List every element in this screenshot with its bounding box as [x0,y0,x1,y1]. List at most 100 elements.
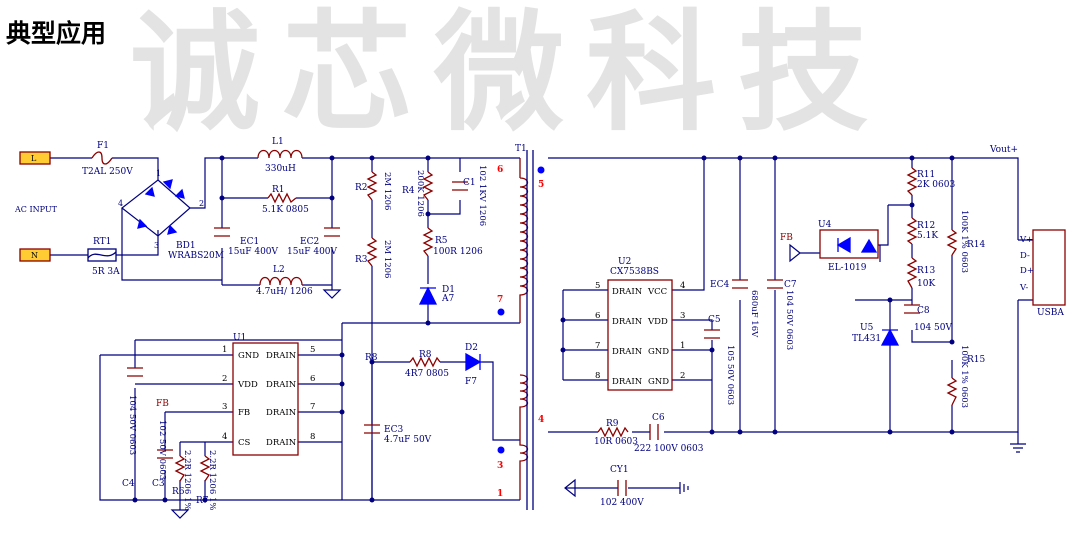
c1-value: 102 1KV 1206 [477,165,487,226]
cy1-value: 102 400V [600,498,644,508]
r2-label: R2 [355,183,368,193]
u1-pin-num-6: 6 [310,374,315,384]
r4-label: R4 [402,186,415,196]
l-terminal-label: L [31,154,37,163]
t1-pin-7: 7 [497,295,503,305]
chip-pin-labels: GND VDD FB CS DRAIN DRAIN DRAIN DRAIN DR… [237,235,1034,448]
ground-symbols [170,243,1026,519]
r8-label-alt: R8 [419,350,432,360]
u2-value: CX7538BS [610,267,659,277]
bd1-pin-1: 1 [156,169,161,178]
u4-label: U4 [818,220,832,230]
u1-pin-cs: CS [238,438,251,448]
u2-pin-gnd-2: GND [648,377,669,387]
r14-label: R14 [967,240,986,250]
t1-pin-3: 3 [497,461,503,471]
r2-value: 2M 1206 [382,172,392,210]
u2-pin-num-6: 6 [595,311,600,321]
c1-label: C1 [463,178,476,188]
t1-pin-1: 1 [497,489,503,499]
c6-value: 222 100V 0603 [634,444,704,454]
r15-label: R15 [967,355,986,365]
c7-label: C7 [784,280,797,290]
r5-label: R5 [435,236,448,246]
u5-label: U5 [860,323,874,333]
vout-label: Vout+ [989,145,1018,155]
c3-value: 102 50V 0603 [157,420,167,480]
l2-label: L2 [273,265,285,275]
ec1-label: EC1 [240,237,259,247]
u1-label: U1 [233,333,246,343]
r6-value: 2.2R 1206 1% [182,450,192,510]
u1-pin-num-1: 1 [222,345,227,355]
l2-value: 4.7uH/ 1206 [256,287,313,297]
watermark: 诚芯微科技 [130,0,891,149]
ac-input-label: AC INPUT [14,205,58,214]
r1-label: R1 [272,185,285,195]
u1-pin-drain-6: DRAIN [266,380,297,390]
u1-pin-drain-8: DRAIN [266,438,297,448]
c4-label: C4 [122,479,135,489]
rt1-value: 5R 3A [92,267,120,277]
t1-label: T1 [515,144,527,154]
pin-numbers: 1 2 3 4 5 6 7 8 5 6 7 8 4 3 1 2 [222,281,685,442]
d2-value: F7 [465,377,477,387]
r6-label: R6 [172,487,185,497]
r12-value: 5.1K [917,231,938,241]
r3-label: R3 [355,255,368,265]
u1-pin-num-8: 8 [310,432,315,442]
transformer-pin-numbers: 6 5 7 4 3 1 [497,165,544,499]
usb-pin-vminus: V- [1019,283,1028,293]
r1-value: 5.1K 0805 [262,205,309,215]
junction-dots [132,155,955,503]
u2-pin-gnd-1: GND [648,347,669,357]
r9-label: R9 [606,419,619,429]
usb-pin-vplus: V+ [1019,235,1033,245]
r11-value: 2K 0603 [917,180,955,190]
ec1-value: 15uF 400V [228,247,279,257]
rt1-label: RT1 [93,237,111,247]
t1-pin-6: 6 [497,165,503,175]
d2-label: D2 [465,343,478,353]
r12-label: R12 [917,221,935,231]
usb-label: USBA [1037,308,1064,318]
u2-pin-num-7: 7 [595,341,600,351]
f1-value: T2AL 250V [82,167,133,177]
u2-pin-num-2: 2 [680,371,685,381]
labels: L N AC INPUT F1 T2AL 250V RT1 5R 3A BD1 … [14,137,1064,508]
ec2-value: 15uF 400V [287,247,338,257]
r13-value: 10K [917,279,935,289]
u2-pin-num-5: 5 [595,281,600,291]
u2-pin-vdd: VDD [647,317,668,327]
f1-label: F1 [97,141,109,151]
u2-pin-num-3: 3 [680,311,685,321]
usb-pin-dminus: D- [1020,251,1030,261]
u1-pin-fb: FB [238,408,250,418]
d1-label: D1 [442,285,455,295]
wires [50,157,1033,510]
u2-pin-vcc: VCC [647,287,667,297]
transformer-dots [497,166,545,454]
u1-pin-num-4: 4 [222,432,227,442]
u1-pin-num-5: 5 [310,345,315,355]
t1-pin-5: 5 [538,180,544,190]
u1-pin-gnd: GND [238,351,259,361]
ec4-label: EC4 [710,280,729,290]
page-title: 典型应用 [6,19,107,48]
fb-label: FB [156,399,169,409]
u1-pin-num-3: 3 [222,402,227,412]
cy1-label: CY1 [610,465,629,475]
l1-value: 330uH [265,164,296,174]
c5-label: C5 [708,315,721,325]
n-terminal-label: N [31,251,38,260]
c7-value: 104 50V 0603 [784,290,794,350]
u1-pin-vdd: VDD [237,380,258,390]
u4-value: EL-1019 [828,263,867,273]
r5-value: 100R 1206 [433,247,483,257]
c6-label: C6 [652,413,665,423]
u2-pin-drain-5: DRAIN [612,287,643,297]
r3-value: 2M 1206 [382,240,392,278]
r8-value: 4R7 0805 [405,369,449,379]
u5-value: TL431 [852,334,881,344]
